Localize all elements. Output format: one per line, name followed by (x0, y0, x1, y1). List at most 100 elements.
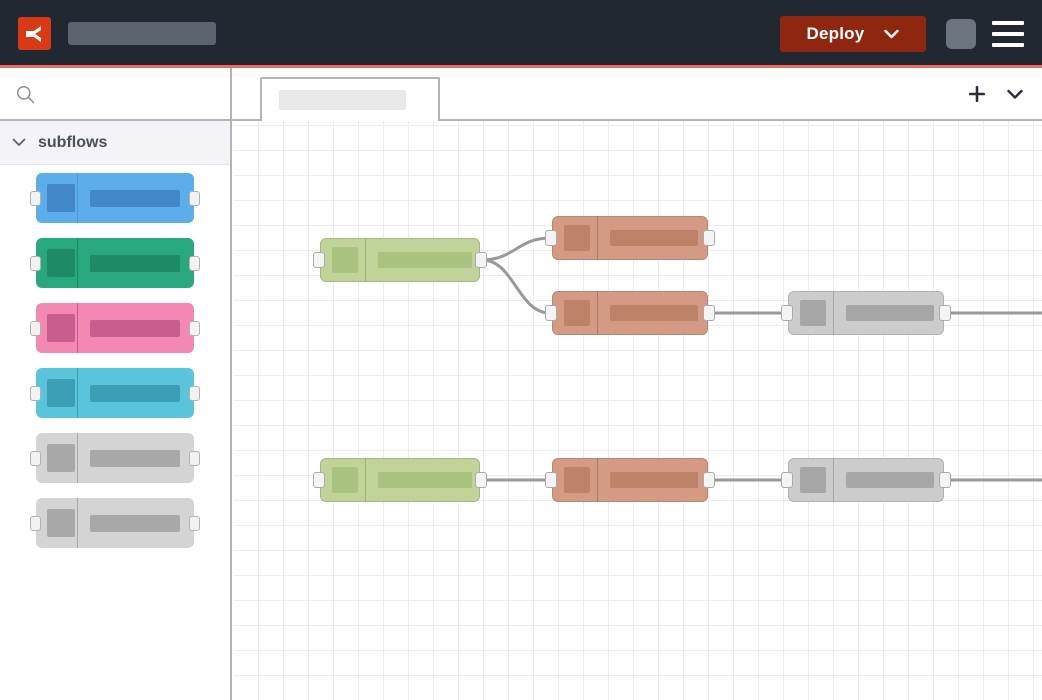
palette-node-label-redacted (90, 320, 180, 337)
hamburger-bar (992, 21, 1024, 25)
palette-node-input-port[interactable] (30, 451, 41, 466)
palette-node-output-port[interactable] (189, 451, 200, 466)
hamburger-bar (992, 32, 1024, 36)
palette-node-2[interactable] (30, 238, 200, 288)
palette-node-output-port[interactable] (189, 386, 200, 401)
palette-node-icon (47, 314, 75, 342)
header-accent-line (0, 65, 1042, 68)
flow-node-output-port[interactable] (703, 472, 715, 488)
palette-node-output-port[interactable] (189, 256, 200, 271)
flow-node-label-redacted (378, 252, 472, 268)
palette-node-3[interactable] (30, 303, 200, 353)
flow-node-input-port[interactable] (781, 472, 793, 488)
palette-node-5[interactable] (30, 433, 200, 483)
palette-node-output-port[interactable] (189, 516, 200, 531)
flow-node-divider (597, 291, 598, 335)
palette-node-icon (47, 379, 75, 407)
flow-node-divider (833, 291, 834, 335)
flow-node-label-redacted (610, 305, 698, 321)
flow-node-label-redacted (610, 230, 698, 246)
palette-category-label: subflows (38, 133, 108, 151)
flow-node-input-port[interactable] (545, 472, 557, 488)
palette-node-divider (77, 498, 78, 548)
palette-node-label-redacted (90, 255, 180, 272)
palette-node-divider (77, 173, 78, 223)
flow-node-icon (332, 467, 358, 493)
flow-wires (481, 236, 1042, 482)
wire-green1-orange2[interactable] (481, 258, 551, 315)
flow-node-orange-3[interactable] (545, 458, 715, 502)
flow-node-label-redacted (610, 472, 698, 488)
flow-node-icon (564, 300, 590, 326)
flow-node-grey-1[interactable] (781, 291, 951, 335)
palette-node-label-redacted (90, 515, 180, 532)
chevron-down-icon (1007, 89, 1023, 99)
palette-node-input-port[interactable] (30, 386, 41, 401)
palette-node-icon (47, 509, 75, 537)
palette-node-1[interactable] (30, 173, 200, 223)
palette-node-output-port[interactable] (189, 191, 200, 206)
flow-node-input-port[interactable] (545, 305, 557, 321)
flow-node-input-port[interactable] (545, 230, 557, 246)
flow-node-output-port[interactable] (939, 305, 951, 321)
wire-green1-orange1[interactable] (481, 236, 551, 262)
flow-node-divider (597, 458, 598, 502)
flow-node-label-redacted (846, 472, 934, 488)
flow-canvas[interactable] (234, 121, 1042, 700)
palette-node-icon (47, 184, 75, 212)
flow-node-grey-2[interactable] (781, 458, 951, 502)
flow-list-menu-button[interactable] (1002, 81, 1028, 107)
palette-node-4[interactable] (30, 368, 200, 418)
add-flow-button[interactable] (964, 81, 990, 107)
deploy-button[interactable]: Deploy (780, 16, 926, 52)
user-avatar-icon[interactable] (946, 19, 976, 49)
flow-tab-1[interactable] (260, 77, 440, 121)
flow-node-input-port[interactable] (313, 472, 325, 488)
flow-node-icon (800, 467, 826, 493)
palette-node-icon (47, 444, 75, 472)
chevron-down-icon[interactable] (12, 138, 26, 147)
flow-title-redacted (68, 22, 216, 45)
flow-node-output-port[interactable] (703, 305, 715, 321)
hamburger-bar (992, 43, 1024, 47)
plus-icon (968, 85, 986, 103)
search-icon[interactable] (16, 85, 35, 104)
palette-node-input-port[interactable] (30, 516, 41, 531)
flow-node-output-port[interactable] (703, 230, 715, 246)
flow-node-orange-1[interactable] (545, 216, 715, 260)
flow-node-label-redacted (846, 305, 934, 321)
palette-node-icon (47, 249, 75, 277)
flow-tab-label-redacted (279, 90, 406, 110)
palette-category-subflows[interactable]: subflows (0, 121, 230, 165)
palette-node-label-redacted (90, 385, 180, 402)
flow-node-icon (332, 247, 358, 273)
node-red-logo-icon[interactable] (18, 17, 51, 50)
flow-node-green-1[interactable] (313, 238, 487, 282)
palette-search-input[interactable] (44, 80, 214, 108)
palette-node-output-port[interactable] (189, 321, 200, 336)
palette-search-row (0, 68, 230, 121)
palette-node-label-redacted (90, 190, 180, 207)
palette-node-divider (77, 433, 78, 483)
chevron-down-icon[interactable] (884, 29, 900, 39)
flow-node-divider (365, 458, 366, 502)
flow-node-input-port[interactable] (781, 305, 793, 321)
flow-node-input-port[interactable] (313, 252, 325, 268)
palette-node-input-port[interactable] (30, 321, 41, 336)
flow-node-output-port[interactable] (475, 472, 487, 488)
palette-node-6[interactable] (30, 498, 200, 548)
palette-node-list (0, 165, 230, 548)
flow-node-icon (800, 300, 826, 326)
palette-node-divider (77, 368, 78, 418)
hamburger-menu-icon[interactable] (992, 21, 1024, 47)
palette-node-input-port[interactable] (30, 191, 41, 206)
deploy-button-label: Deploy (806, 24, 865, 43)
flow-node-output-port[interactable] (475, 252, 487, 268)
palette-node-input-port[interactable] (30, 256, 41, 271)
workspace-tabbar (232, 68, 1042, 121)
flow-node-output-port[interactable] (939, 472, 951, 488)
flow-node-divider (597, 216, 598, 260)
flow-node-orange-2[interactable] (545, 291, 715, 335)
flow-node-green-2[interactable] (313, 458, 487, 502)
